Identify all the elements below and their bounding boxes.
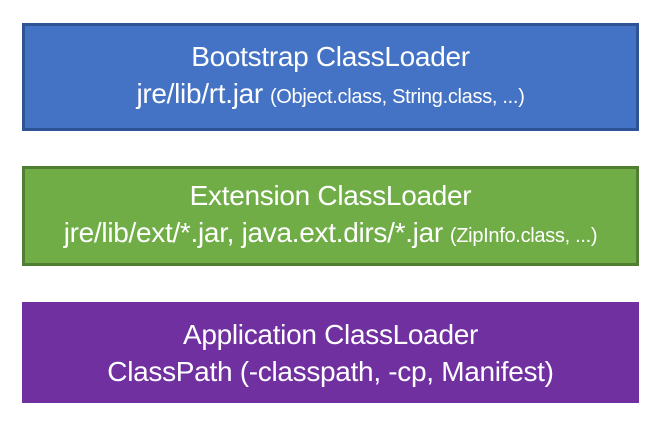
bootstrap-classloader-box: Bootstrap ClassLoader jre/lib/rt.jar (Obj… [22,23,639,131]
extension-classloader-title: Extension ClassLoader [189,180,472,211]
application-path-text: ClassPath (-classpath, -cp, Manifest) [107,355,554,387]
bootstrap-classes-note: (Object.class, String.class, ...) [269,86,525,108]
extension-classes-note: (ZipInfo.class, ...) [449,225,598,247]
bootstrap-path-text: jre/lib/rt.jar [136,78,263,109]
application-classloader-detail: ClassPath (-classpath, -cp, Manifest) [107,353,554,390]
extension-path-text: jre/lib/ext/*.jar, java.ext.dirs/*.jar [63,217,444,248]
application-classloader-title: Application ClassLoader [182,318,479,350]
extension-classloader-detail: jre/lib/ext/*.jar, java.ext.dirs/*.jar(Z… [64,214,598,255]
application-classloader-box: Application ClassLoader ClassPath (-clas… [22,302,639,403]
bootstrap-classloader-title: Bootstrap ClassLoader [191,41,470,72]
extension-classloader-box: Extension ClassLoader jre/lib/ext/*.jar,… [22,166,639,266]
bootstrap-classloader-detail: jre/lib/rt.jar (Object.class, String.clas… [136,75,524,116]
